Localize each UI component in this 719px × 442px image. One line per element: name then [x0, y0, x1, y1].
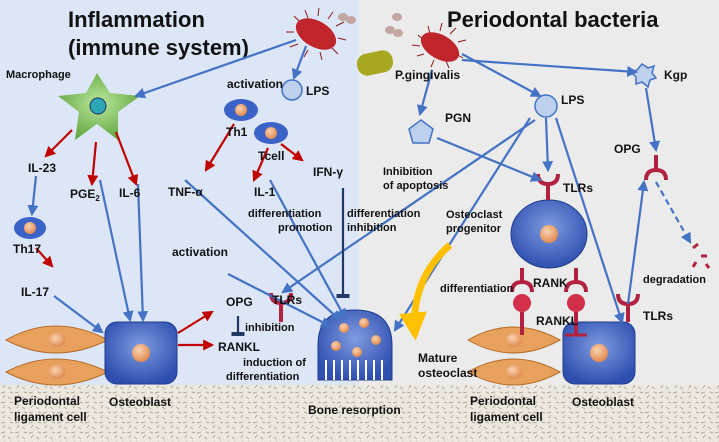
degradation-fragments [691, 242, 711, 269]
induction-line2: differentiation [226, 371, 300, 383]
tlrs-mid-label: TLRs [272, 293, 302, 307]
pdl-left-line1: Periodontal [14, 394, 80, 408]
diff-promotion-line1: differentiation [248, 208, 322, 220]
il23-label: IL-23 [28, 161, 56, 175]
tcell-label: Tcell [258, 149, 284, 163]
diff-inhibition-line2: inhibition [347, 222, 397, 234]
lps-left-label: LPS [306, 84, 329, 98]
opg-right-label: OPG [614, 142, 641, 156]
left-title-line2: (immune system) [68, 35, 249, 60]
bone-layer [0, 385, 719, 442]
pgingivalis-label: P.gingivalis [395, 68, 460, 82]
osteoblast-right-cell [562, 321, 636, 385]
differentiation-label: differentiation [440, 283, 514, 295]
th17-cell [14, 217, 46, 239]
ligament-cells-right [466, 326, 562, 386]
red-arrows [35, 123, 304, 351]
opg-left-label: OPG [226, 295, 253, 309]
left-title-line1: Inflammation [68, 7, 205, 32]
osteoblast-left-label: Osteoblast [109, 395, 171, 409]
th1-label: Th1 [226, 125, 248, 139]
ifn-label: IFN-γ [313, 165, 343, 179]
pgn-pentagon-icon [408, 119, 434, 144]
il6-label: IL-6 [119, 186, 141, 200]
pge2-label: PGE2 [70, 187, 100, 203]
tcell-cell [254, 122, 288, 144]
activation-top-label: activation [227, 77, 283, 91]
osteoblast-right-label: Osteoblast [572, 395, 634, 409]
mature-osteoclast-line1: Mature [418, 351, 458, 365]
lps-right-label: LPS [561, 93, 584, 107]
inhibition-lines [231, 188, 350, 336]
bone-resorption-label: Bone resorption [308, 403, 401, 417]
induction-line1: induction of [243, 357, 306, 369]
tlrs-top-label: TLRs [563, 181, 593, 195]
pgn-label: PGN [445, 111, 471, 125]
differentiation-yellow-arrow [399, 242, 453, 341]
tnf-label: TNF-α [168, 185, 203, 199]
th1-cell [224, 99, 258, 121]
right-title: Periodontal bacteria [447, 7, 659, 32]
diff-inhibition-line1: differentiation [347, 208, 421, 220]
pge2-label-sub: 2 [95, 194, 100, 203]
il17-label: IL-17 [21, 285, 49, 299]
macrophage-label: Macrophage [6, 69, 71, 81]
rankl-right-label: RANKL [536, 314, 578, 328]
activation-mid-label: activation [172, 245, 228, 259]
kgp-label: Kgp [664, 68, 687, 82]
ligament-cells-left [4, 325, 110, 386]
pdl-right-line1: Periodontal [470, 394, 536, 408]
osteoblast-left-cell [104, 321, 178, 385]
mature-osteoclast-line2: osteoclast [418, 366, 477, 380]
inhibition-label: inhibition [245, 322, 295, 334]
tlrs-right-label: TLRs [643, 309, 673, 323]
bacterium-right [411, 22, 467, 69]
osteoclast-progenitor-cell [510, 199, 588, 269]
diff-promotion-line2: promotion [278, 222, 333, 234]
degradation-label: degradation [643, 274, 706, 286]
pdl-right-line2: ligament cell [470, 410, 543, 424]
inhib-apoptosis-line2: of apoptosis [383, 180, 448, 192]
lps-right-icon [534, 94, 558, 118]
rank-label: RANK [533, 276, 568, 290]
macrophage-cell [58, 73, 140, 140]
pdl-left-line2: ligament cell [14, 410, 87, 424]
osteoclast-prog-line2: progenitor [446, 223, 502, 235]
rod-bacterium [356, 50, 394, 76]
pge2-label-base: PGE [70, 187, 95, 201]
osteoclast-prog-line1: Osteoclast [446, 209, 503, 221]
lps-left-icon [281, 79, 303, 101]
bacterium-left [286, 7, 347, 61]
il1-label: IL-1 [254, 185, 276, 199]
rank-receptors [510, 268, 588, 293]
th17-label: Th17 [13, 242, 41, 256]
mature-osteoclast-cell [317, 309, 393, 381]
bacteria-dots [338, 13, 403, 37]
rankl-left-label: RANKL [218, 340, 260, 354]
inhib-apoptosis-line1: Inhibition [383, 166, 433, 178]
rankl-ligands [513, 294, 587, 337]
